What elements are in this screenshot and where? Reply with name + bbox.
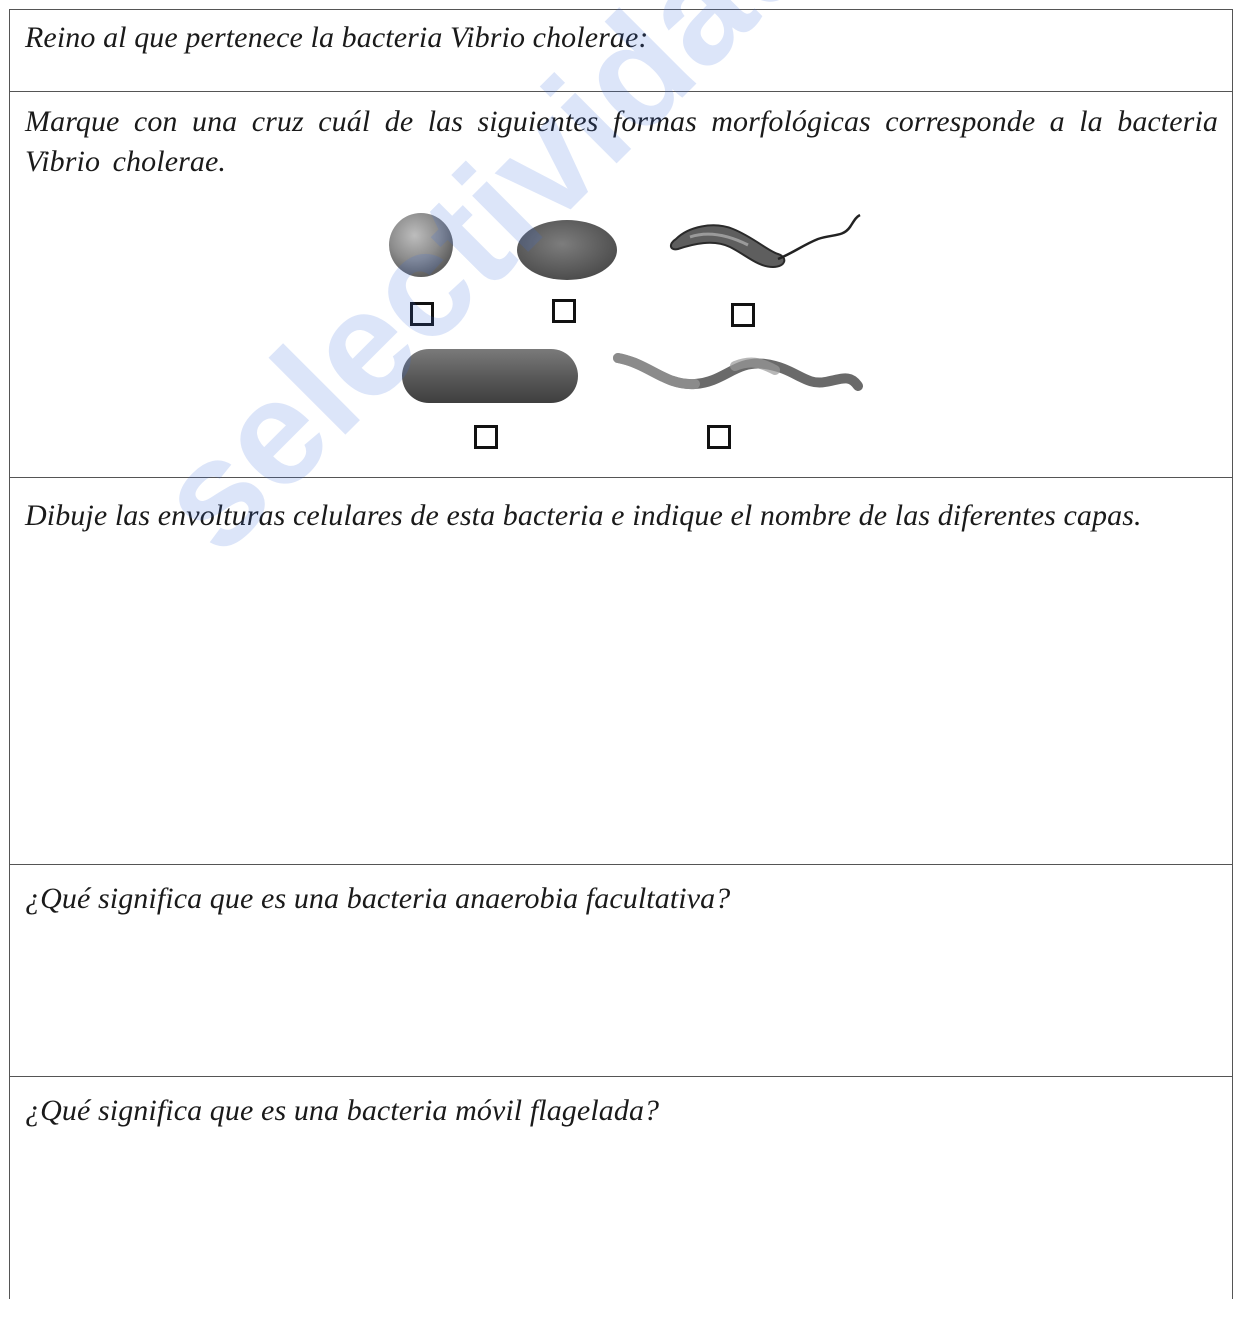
- question-row-3: Dibuje las envolturas celulares de esta …: [10, 478, 1232, 865]
- question-2-text: Marque con una cruz cuál de las siguient…: [25, 105, 1218, 178]
- checkbox-bacilo[interactable]: [474, 425, 498, 449]
- question-1-text: Reino al que pertenece la bacteria Vibri…: [25, 21, 649, 54]
- checkbox-vibrio[interactable]: [731, 303, 755, 327]
- question-3-text: Dibuje las envolturas celulares de esta …: [25, 499, 1142, 532]
- question-5-text: ¿Qué significa que es una bacteria móvil…: [25, 1094, 660, 1127]
- question-4-text: ¿Qué significa que es una bacteria anaer…: [25, 882, 731, 915]
- question-row-4: ¿Qué significa que es una bacteria anaer…: [10, 865, 1232, 1077]
- rod-bacterium-icon: [402, 349, 578, 403]
- curved-flagellated-bacterium-icon: [670, 213, 861, 269]
- worksheet-table: Reino al que pertenece la bacteria Vibri…: [9, 9, 1233, 1299]
- question-row-2: Marque con una cruz cuál de las siguient…: [10, 92, 1232, 478]
- checkbox-espirilo[interactable]: [707, 425, 731, 449]
- oval-bacterium-icon: [517, 220, 617, 280]
- question-row-5: ¿Qué significa que es una bacteria móvil…: [10, 1077, 1232, 1317]
- question-row-1: Reino al que pertenece la bacteria Vibri…: [10, 10, 1232, 92]
- checkbox-cocobacilo[interactable]: [552, 299, 576, 323]
- checkbox-coco[interactable]: [410, 302, 434, 326]
- spiral-bacterium-icon: [613, 353, 863, 391]
- sphere-bacterium-icon: [389, 213, 453, 277]
